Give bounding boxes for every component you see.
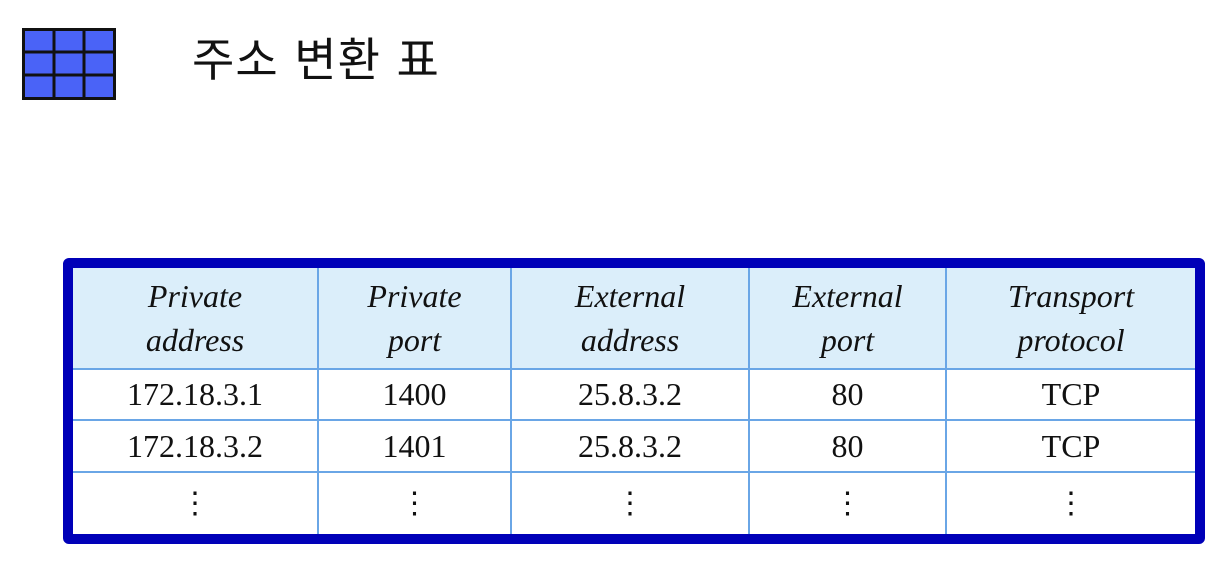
table-cell: 80 bbox=[748, 367, 946, 421]
column-header-external-address: External address bbox=[510, 268, 749, 369]
vertical-ellipsis: ⋮ bbox=[73, 471, 318, 534]
vertical-ellipsis: ⋮ bbox=[317, 471, 511, 534]
table-row: 172.18.3.1 1400 25.8.3.2 80 TCP bbox=[73, 367, 1195, 421]
table-cell: 172.18.3.2 bbox=[73, 419, 318, 473]
table-cell: 172.18.3.1 bbox=[73, 367, 318, 421]
vertical-ellipsis: ⋮ bbox=[510, 471, 749, 534]
column-header-transport-protocol: Transport protocol bbox=[945, 268, 1195, 369]
nat-table: Private address Private port External ad… bbox=[73, 268, 1195, 534]
table-cell: TCP bbox=[945, 367, 1195, 421]
nat-table-frame: Private address Private port External ad… bbox=[63, 258, 1205, 544]
table-cell: 80 bbox=[748, 419, 946, 473]
column-header-private-port: Private port bbox=[317, 268, 511, 369]
table-header-row: Private address Private port External ad… bbox=[73, 268, 1195, 369]
table-row-continuation: ⋮ ⋮ ⋮ ⋮ ⋮ bbox=[73, 471, 1195, 534]
vertical-ellipsis: ⋮ bbox=[945, 471, 1195, 534]
vertical-ellipsis: ⋮ bbox=[748, 471, 946, 534]
table-cell: 25.8.3.2 bbox=[510, 419, 749, 473]
grid-icon bbox=[22, 28, 116, 100]
column-header-external-port: External port bbox=[748, 268, 946, 369]
table-cell: 1400 bbox=[317, 367, 511, 421]
table-row: 172.18.3.2 1401 25.8.3.2 80 TCP bbox=[73, 419, 1195, 473]
page-title: 주소 변환 표 bbox=[192, 33, 440, 87]
column-header-private-address: Private address bbox=[73, 268, 318, 369]
table-cell: 25.8.3.2 bbox=[510, 367, 749, 421]
table-cell: 1401 bbox=[317, 419, 511, 473]
table-cell: TCP bbox=[945, 419, 1195, 473]
